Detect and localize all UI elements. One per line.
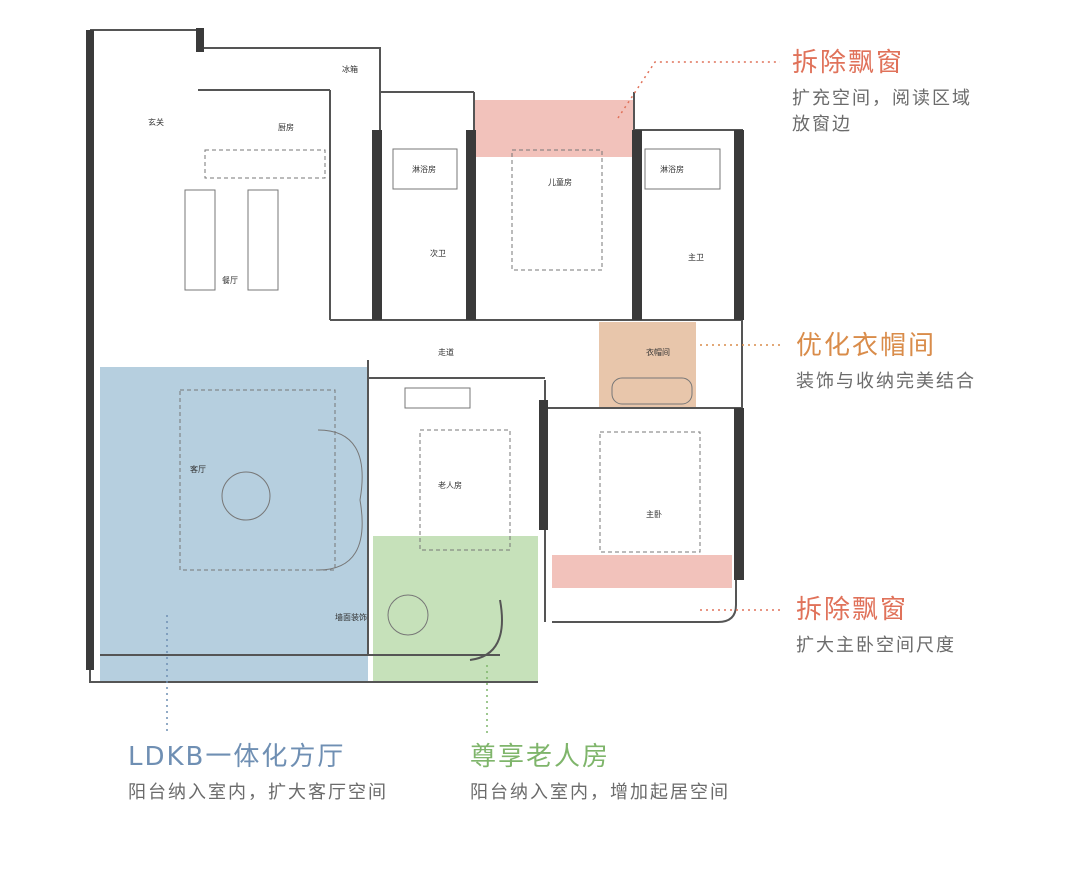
annotation-title: 拆除飘窗	[796, 595, 909, 625]
room-label-master: 主卧	[646, 509, 662, 519]
kids-window-highlight	[474, 100, 634, 157]
room-label-bath2: 淋浴房	[660, 164, 684, 174]
annotation-title: LDKB一体化方厅	[128, 742, 346, 772]
desc-line: 放窗边	[792, 114, 852, 136]
room-label-master-wc: 主卫	[688, 252, 704, 262]
desc-line: 扩大主卧空间尺度	[796, 635, 956, 656]
room-label-living: 客厅	[190, 464, 206, 474]
room-label-closet: 衣帽间	[646, 347, 670, 357]
desc-line: 扩充空间，阅读区域	[792, 88, 972, 109]
annotation-title: 尊享老人房	[470, 742, 611, 772]
solid-wall-blocks	[86, 28, 744, 670]
elderly-zone-highlight	[373, 536, 538, 682]
annotation-living: LDKB一体化方厅 阳台纳入室内，扩大客厅空间	[128, 744, 388, 806]
annotation-master-window: 拆除飘窗 扩大主卧空间尺度	[796, 597, 956, 659]
room-label-elderly: 老人房	[438, 480, 462, 490]
annotation-desc: 扩充空间，阅读区域 放窗边	[792, 86, 972, 138]
annotation-desc: 扩大主卧空间尺度	[796, 633, 956, 659]
annotation-desc: 装饰与收纳完美结合	[796, 369, 976, 395]
furniture	[179, 148, 721, 636]
desc-line: 阳台纳入室内，增加起居空间	[470, 782, 730, 803]
room-label-second-wc: 次卫	[430, 248, 446, 258]
room-label-fridge: 冰箱	[342, 64, 358, 74]
annotation-title: 优化衣帽间	[796, 331, 937, 361]
annotation-kids-window: 拆除飘窗 扩充空间，阅读区域 放窗边	[792, 50, 972, 138]
room-label-dining: 餐厅	[222, 276, 238, 285]
room-label-foyer: 玄关	[148, 117, 164, 127]
room-label-corridor: 走道	[438, 347, 454, 357]
living-zone-highlight	[100, 367, 368, 681]
closet-zone-highlight	[599, 322, 696, 408]
annotation-desc: 阳台纳入室内，增加起居空间	[470, 780, 730, 806]
annotation-title: 拆除飘窗	[792, 48, 905, 78]
room-label-feature-wall: 墙面装饰	[335, 612, 367, 622]
room-label-kitchen: 厨房	[278, 122, 294, 132]
annotation-desc: 阳台纳入室内，扩大客厅空间	[128, 780, 388, 806]
annotation-elderly: 尊享老人房 阳台纳入室内，增加起居空间	[470, 744, 730, 806]
room-label-kids-room: 儿童房	[548, 177, 572, 187]
desc-line: 阳台纳入室内，扩大客厅空间	[128, 782, 388, 803]
leader-lines	[166, 61, 780, 735]
master-window-highlight	[552, 555, 732, 588]
desc-line: 装饰与收纳完美结合	[796, 371, 976, 392]
annotation-closet: 优化衣帽间 装饰与收纳完美结合	[796, 333, 976, 395]
room-label-bath1: 淋浴房	[412, 164, 436, 174]
